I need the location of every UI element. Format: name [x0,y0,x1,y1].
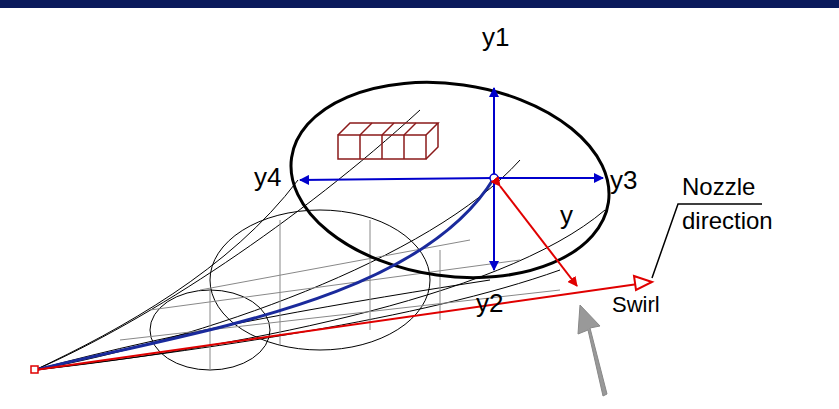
swirl-label: Swirl [612,292,660,318]
distance-label: y [560,200,573,231]
direction-label: Nozzle direction [682,170,802,238]
cross-sections [150,210,430,370]
swirl-arrow [578,305,607,396]
outlet-ellipse [278,63,622,298]
top-band [0,0,839,8]
axis-label: y1 [482,22,509,53]
swirl-path [35,178,494,370]
axis-label: y4 [254,162,281,193]
nozzle-axis [35,282,652,370]
nozzle-origin [31,366,38,373]
axis-label: y3 [610,165,637,196]
cell-grid [338,123,438,159]
axis-label: y2 [476,288,503,319]
axis-arrows [300,88,603,270]
center-point [490,174,498,182]
spray-cone [35,110,605,370]
distance-arrow [500,186,577,286]
nozzle-arrowhead [634,276,652,290]
